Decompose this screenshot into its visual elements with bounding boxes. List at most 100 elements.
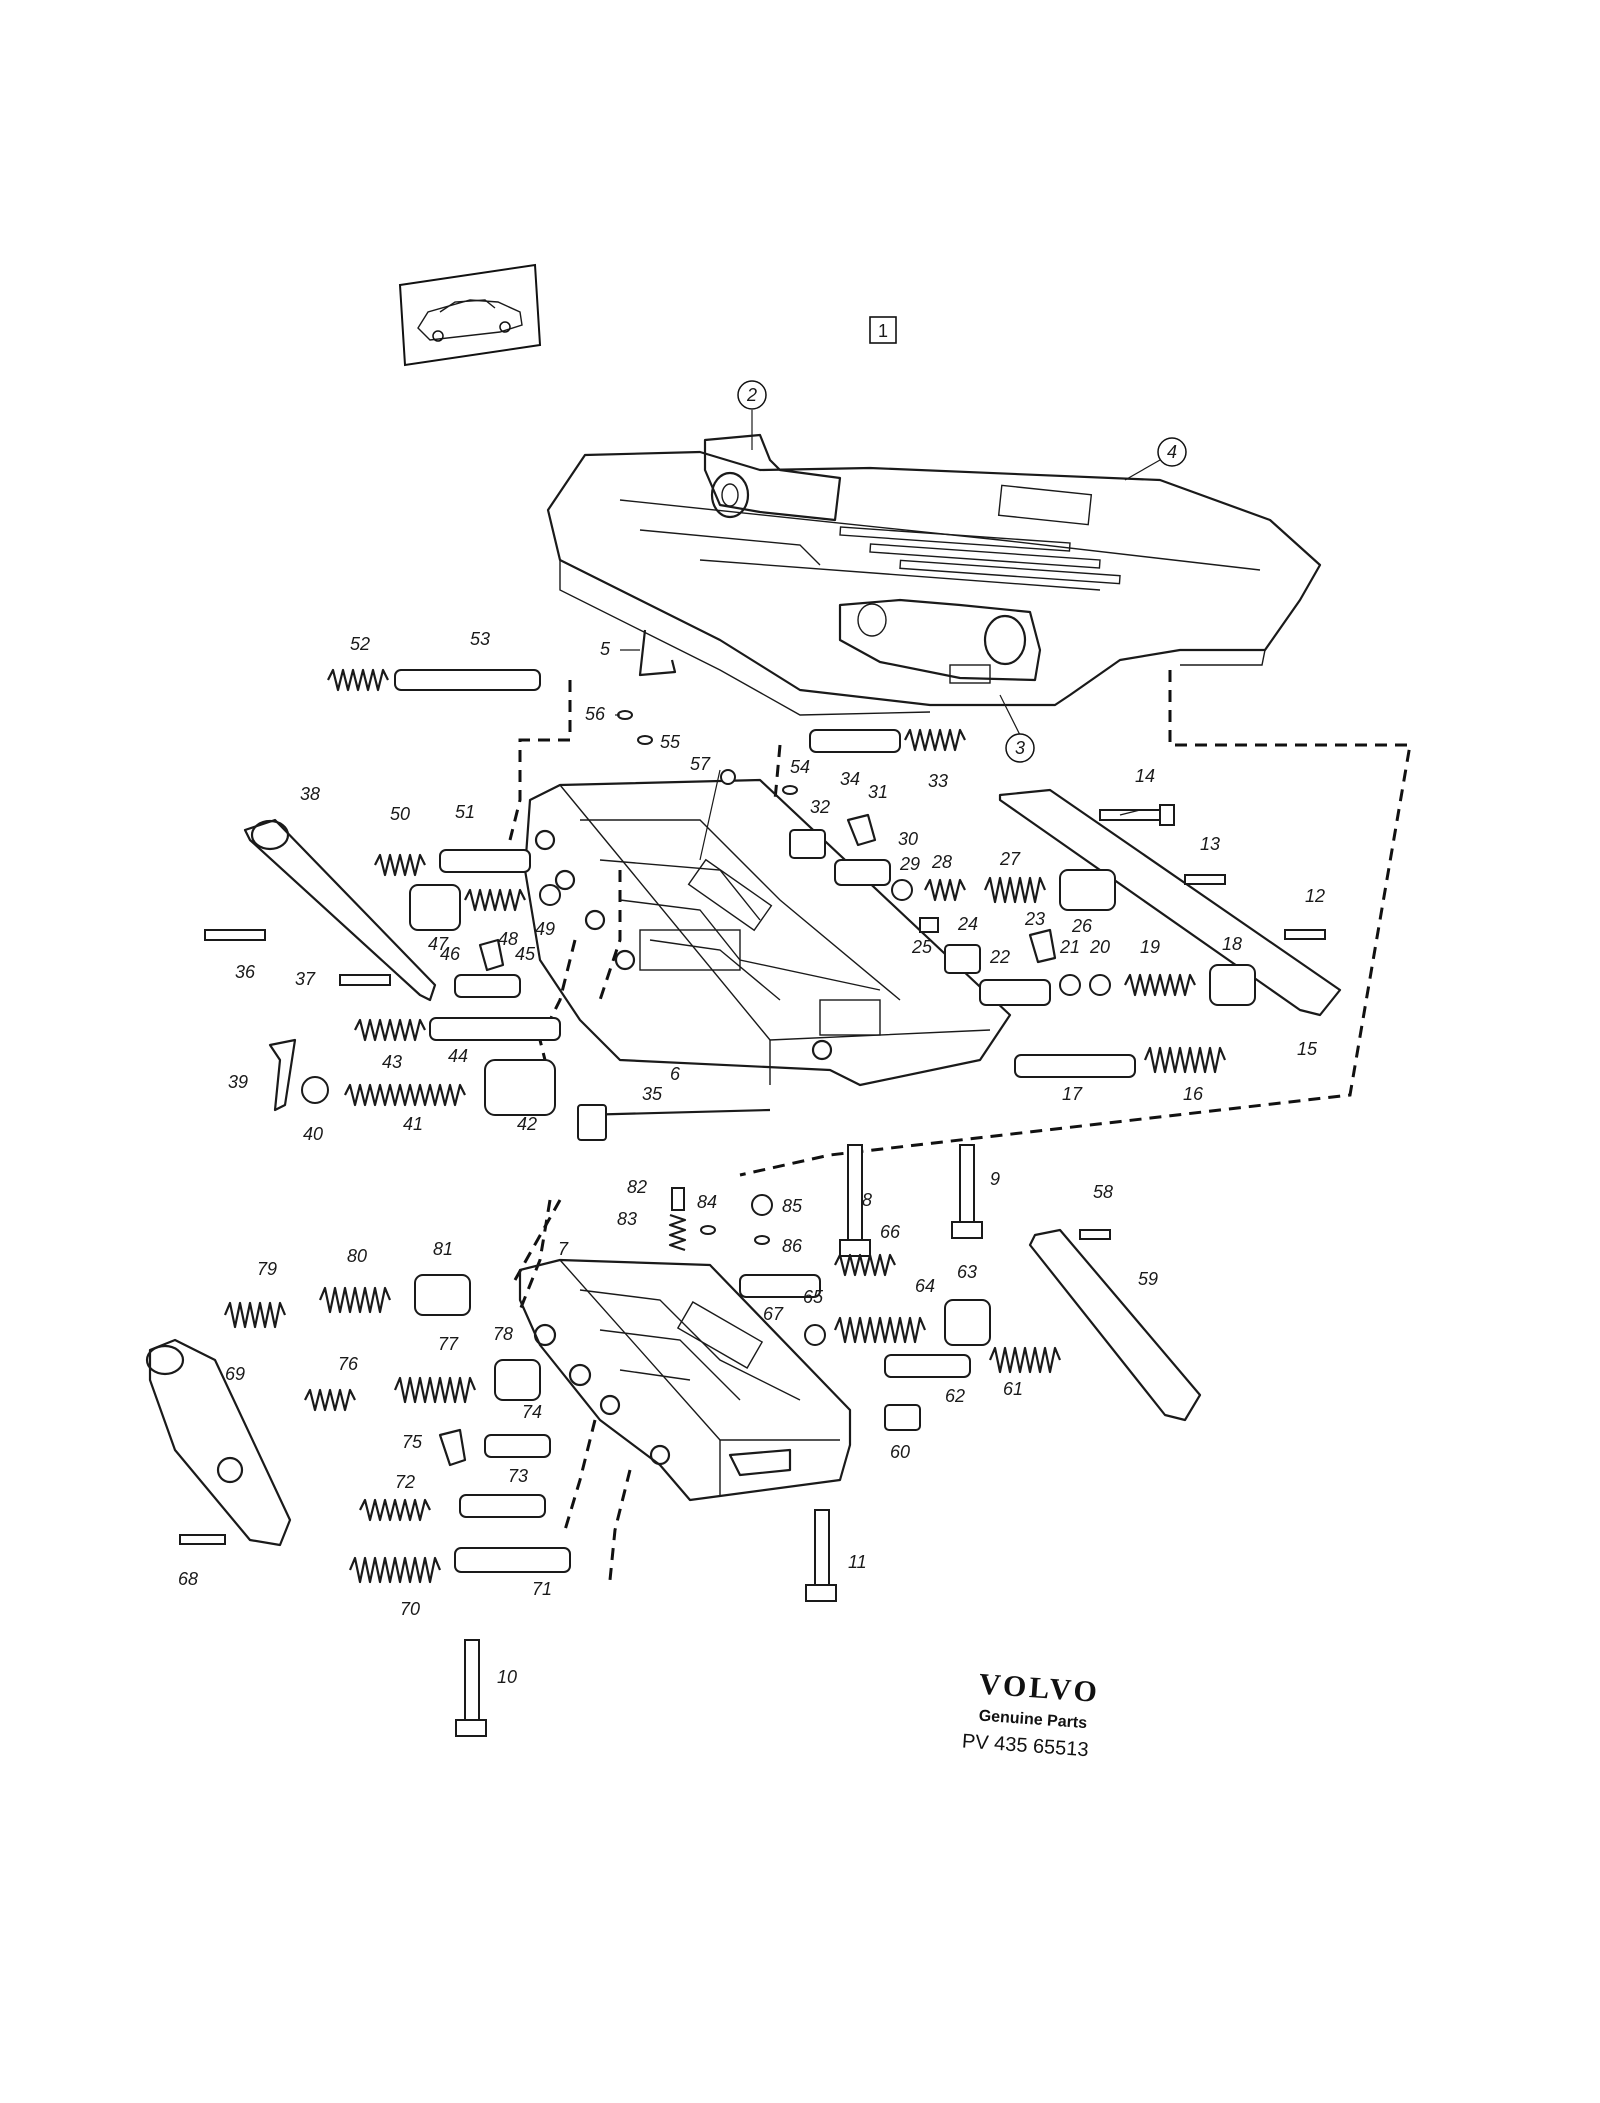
spool-26: [1059, 869, 1116, 911]
part-25: [919, 917, 939, 933]
callout-84: 84: [697, 1192, 717, 1212]
callout-24: 24: [957, 914, 978, 934]
spring-83: [668, 1213, 687, 1252]
callout-77: 77: [438, 1334, 459, 1354]
callout-4: 4: [1167, 442, 1177, 462]
callout-6: 6: [670, 1064, 681, 1084]
lower-valve-body: [518, 1258, 852, 1502]
callout-3: 3: [1015, 738, 1025, 758]
assembly-dashed-lines: [489, 670, 1412, 1581]
bolt-10: [464, 1639, 480, 1726]
callout-10: 10: [497, 1667, 517, 1687]
washer-40: [301, 1076, 329, 1104]
spring-33: [904, 728, 966, 752]
bolt-58: [1079, 1229, 1111, 1240]
spool-63: [944, 1299, 991, 1346]
callout-45: 45: [515, 944, 536, 964]
callout-72: 72: [395, 1472, 415, 1492]
plate-38: [243, 818, 437, 1002]
callout-12: 12: [1305, 886, 1325, 906]
part-82: [671, 1187, 685, 1211]
bolt-68: [179, 1534, 226, 1545]
callout-56: 56: [585, 704, 606, 724]
part-31: [846, 813, 877, 847]
callout-13: 13: [1200, 834, 1220, 854]
spring-64: [833, 1316, 927, 1344]
callout-65: 65: [803, 1287, 824, 1307]
callout-80: 80: [347, 1246, 367, 1266]
part-23: [1028, 928, 1057, 964]
spool-60: [884, 1404, 921, 1431]
callout-64: 64: [915, 1276, 935, 1296]
spool-62: [884, 1354, 971, 1378]
callout-41: 41: [403, 1114, 423, 1134]
callout-8: 8: [862, 1190, 872, 1210]
leader-lines: [615, 410, 1161, 861]
bolt-11: [814, 1509, 830, 1591]
callout-33: 33: [928, 771, 948, 791]
spool-53: [394, 669, 541, 691]
spool-32: [789, 829, 826, 859]
spring-43: [354, 1018, 426, 1042]
callout-85: 85: [782, 1196, 803, 1216]
callout-19: 19: [1140, 937, 1160, 957]
part-86: [754, 1235, 770, 1245]
washer-65: [804, 1324, 826, 1346]
callout-23: 23: [1024, 909, 1045, 929]
callout-63: 63: [957, 1262, 977, 1282]
callout-7: 7: [558, 1239, 569, 1259]
part-46: [478, 938, 505, 972]
callout-83: 83: [617, 1209, 637, 1229]
brand-subtitle: Genuine Parts: [978, 1708, 1087, 1733]
callout-58: 58: [1093, 1182, 1113, 1202]
callout-71: 71: [532, 1579, 552, 1599]
callout-15: 15: [1297, 1039, 1318, 1059]
callout-70: 70: [400, 1599, 420, 1619]
washer-20: [1089, 974, 1111, 996]
callout-28: 28: [931, 852, 952, 872]
washer-21: [1059, 974, 1081, 996]
spool-78: [494, 1359, 541, 1401]
callout-40: 40: [303, 1124, 323, 1144]
spool-22: [979, 979, 1051, 1006]
washer-49: [539, 884, 561, 906]
callout-86: 86: [782, 1236, 803, 1256]
spring-72: [359, 1498, 431, 1522]
callout-44: 44: [448, 1046, 468, 1066]
small-parts: [179, 668, 1326, 1737]
bolt-14: [1099, 809, 1161, 821]
spool-42: [484, 1059, 556, 1116]
callout-32: 32: [810, 797, 830, 817]
plate-69: [148, 1338, 292, 1547]
callout-34: 34: [840, 769, 860, 789]
callout-39: 39: [228, 1072, 248, 1092]
side-plates: [145, 788, 1342, 1547]
part-55: [637, 735, 653, 745]
bolt-37: [339, 974, 391, 986]
callout-82: 82: [627, 1177, 647, 1197]
upper-valve-body-assembly: [546, 433, 1322, 716]
callout-43: 43: [382, 1052, 402, 1072]
spring-80: [318, 1286, 392, 1314]
callout-46: 46: [440, 944, 461, 964]
part-39: [268, 1038, 297, 1112]
callout-55: 55: [660, 732, 681, 752]
callout-57: 57: [690, 754, 711, 774]
brand-block: VOLVO Genuine Parts PV 435 65513: [961, 1668, 1101, 1762]
spring-50: [374, 853, 426, 877]
rod-35: [579, 1108, 771, 1117]
spool-18: [1209, 964, 1256, 1006]
spring-79: [223, 1301, 287, 1329]
callout-52: 52: [350, 634, 370, 654]
ball-85: [751, 1194, 773, 1216]
callout-35: 35: [642, 1084, 663, 1104]
callout-47: 47: [428, 934, 449, 954]
callout-36: 36: [235, 962, 256, 982]
spool-67: [739, 1274, 821, 1298]
spool-47: [409, 884, 461, 931]
callout-78: 78: [493, 1324, 513, 1344]
spool-44: [429, 1017, 561, 1041]
plate-59: [1028, 1228, 1202, 1422]
